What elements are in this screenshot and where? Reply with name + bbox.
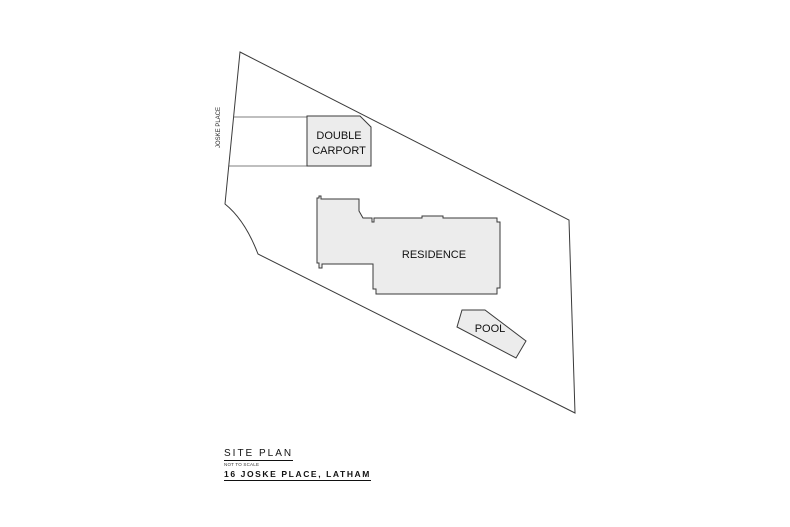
- residence-label: RESIDENCE: [402, 249, 466, 261]
- address-label: 16 JOSKE PLACE, LATHAM: [224, 469, 371, 481]
- carport-label-line1: DOUBLE: [316, 130, 361, 142]
- carport-label-line2: CARPORT: [312, 145, 366, 157]
- carport-outline: [306, 115, 372, 167]
- plan-title: SITE PLAN: [224, 448, 294, 461]
- street-label: JOSKE PLACE: [216, 107, 222, 148]
- pool-outline: [456, 309, 527, 359]
- title-block: SITE PLAN NOT TO SCALE: [224, 443, 294, 467]
- residence-outline: [316, 195, 501, 295]
- lot-boundary: [224, 51, 576, 414]
- pool-label: POOL: [475, 323, 506, 335]
- scale-note: NOT TO SCALE: [224, 462, 260, 467]
